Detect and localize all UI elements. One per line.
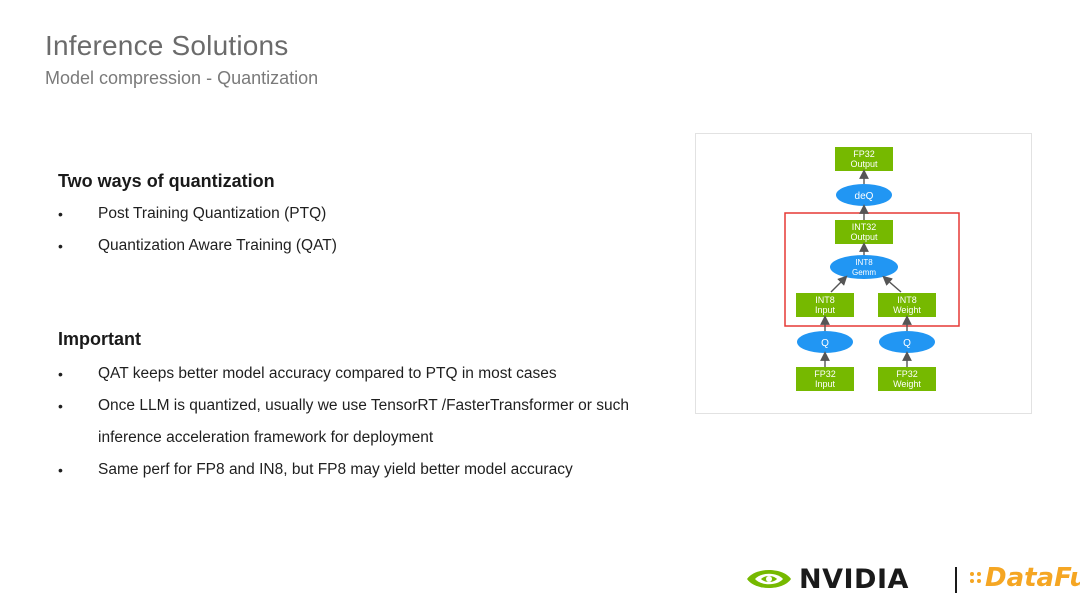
svg-text:FP32: FP32 xyxy=(853,149,875,159)
important-list: •QAT keeps better model accuracy compare… xyxy=(58,358,638,486)
svg-text:Gemm: Gemm xyxy=(852,268,876,277)
svg-text:Weight: Weight xyxy=(893,379,921,389)
nvidia-eye-icon xyxy=(747,570,791,588)
bullet-icon: • xyxy=(58,366,63,382)
svg-text:Input: Input xyxy=(815,379,836,389)
arrow-int8-input-to-gemm xyxy=(830,275,848,293)
q-left-node: Q xyxy=(797,331,853,353)
int8-weight-node: INT8 Weight xyxy=(878,293,936,317)
svg-text:deQ: deQ xyxy=(855,191,874,202)
quantization-ways-list: •Post Training Quantization (PTQ) •Quant… xyxy=(58,198,337,262)
list-item: •Post Training Quantization (PTQ) xyxy=(58,198,337,230)
highlight-box xyxy=(784,212,960,327)
nvidia-logo-text: NVIDIA xyxy=(799,564,909,595)
bullet-icon: • xyxy=(58,462,63,478)
svg-text:Q: Q xyxy=(903,338,911,349)
list-item: •QAT keeps better model accuracy compare… xyxy=(58,358,638,390)
quantization-flow-svg: FP32 Output deQ INT32 Output INT8 Gemm I… xyxy=(784,147,960,391)
svg-text:Q: Q xyxy=(821,338,829,349)
arrow-int8-weight-to-gemm xyxy=(882,275,902,293)
section-heading-important: Important xyxy=(58,329,141,349)
list-item: •Same perf for FP8 and IN8, but FP8 may … xyxy=(58,454,638,486)
page-subtitle: Model compression - Quantization xyxy=(45,68,319,88)
svg-text:INT8: INT8 xyxy=(897,295,917,305)
svg-text:INT8: INT8 xyxy=(855,258,873,267)
int8-gemm-node: INT8 Gemm xyxy=(830,255,898,279)
svg-text:Weight: Weight xyxy=(893,305,921,315)
svg-text:Input: Input xyxy=(815,305,836,315)
q-right-node: Q xyxy=(879,331,935,353)
bullet-icon: • xyxy=(58,398,63,414)
svg-text:FP32: FP32 xyxy=(814,369,836,379)
int32-output-node: INT32 Output xyxy=(835,220,893,244)
datafun-logo-text: DataFun. xyxy=(985,563,1080,593)
datafun-dots-icon xyxy=(970,572,981,583)
fp32-output-node: FP32 Output xyxy=(835,147,893,171)
page-title: Inference Solutions xyxy=(45,30,289,61)
fp32-input-node: FP32 Input xyxy=(796,367,854,391)
svg-text:FP32: FP32 xyxy=(896,369,918,379)
quantization-diagram: FP32 Output deQ INT32 Output INT8 Gemm I… xyxy=(695,133,1032,414)
section-heading-quantization-ways: Two ways of quantization xyxy=(58,171,275,191)
fp32-weight-node: FP32 Weight xyxy=(878,367,936,391)
int8-input-node: INT8 Input xyxy=(796,293,854,317)
deq-node: deQ xyxy=(836,184,892,206)
svg-text:Output: Output xyxy=(850,159,878,169)
logo-divider xyxy=(955,567,957,593)
svg-text:INT32: INT32 xyxy=(852,222,877,232)
list-item: •Once LLM is quantized, usually we use T… xyxy=(58,390,638,454)
bullet-icon: • xyxy=(58,206,63,222)
svg-text:INT8: INT8 xyxy=(815,295,835,305)
bullet-icon: • xyxy=(58,238,63,254)
svg-text:Output: Output xyxy=(850,232,878,242)
list-item: •Quantization Aware Training (QAT) xyxy=(58,230,337,262)
